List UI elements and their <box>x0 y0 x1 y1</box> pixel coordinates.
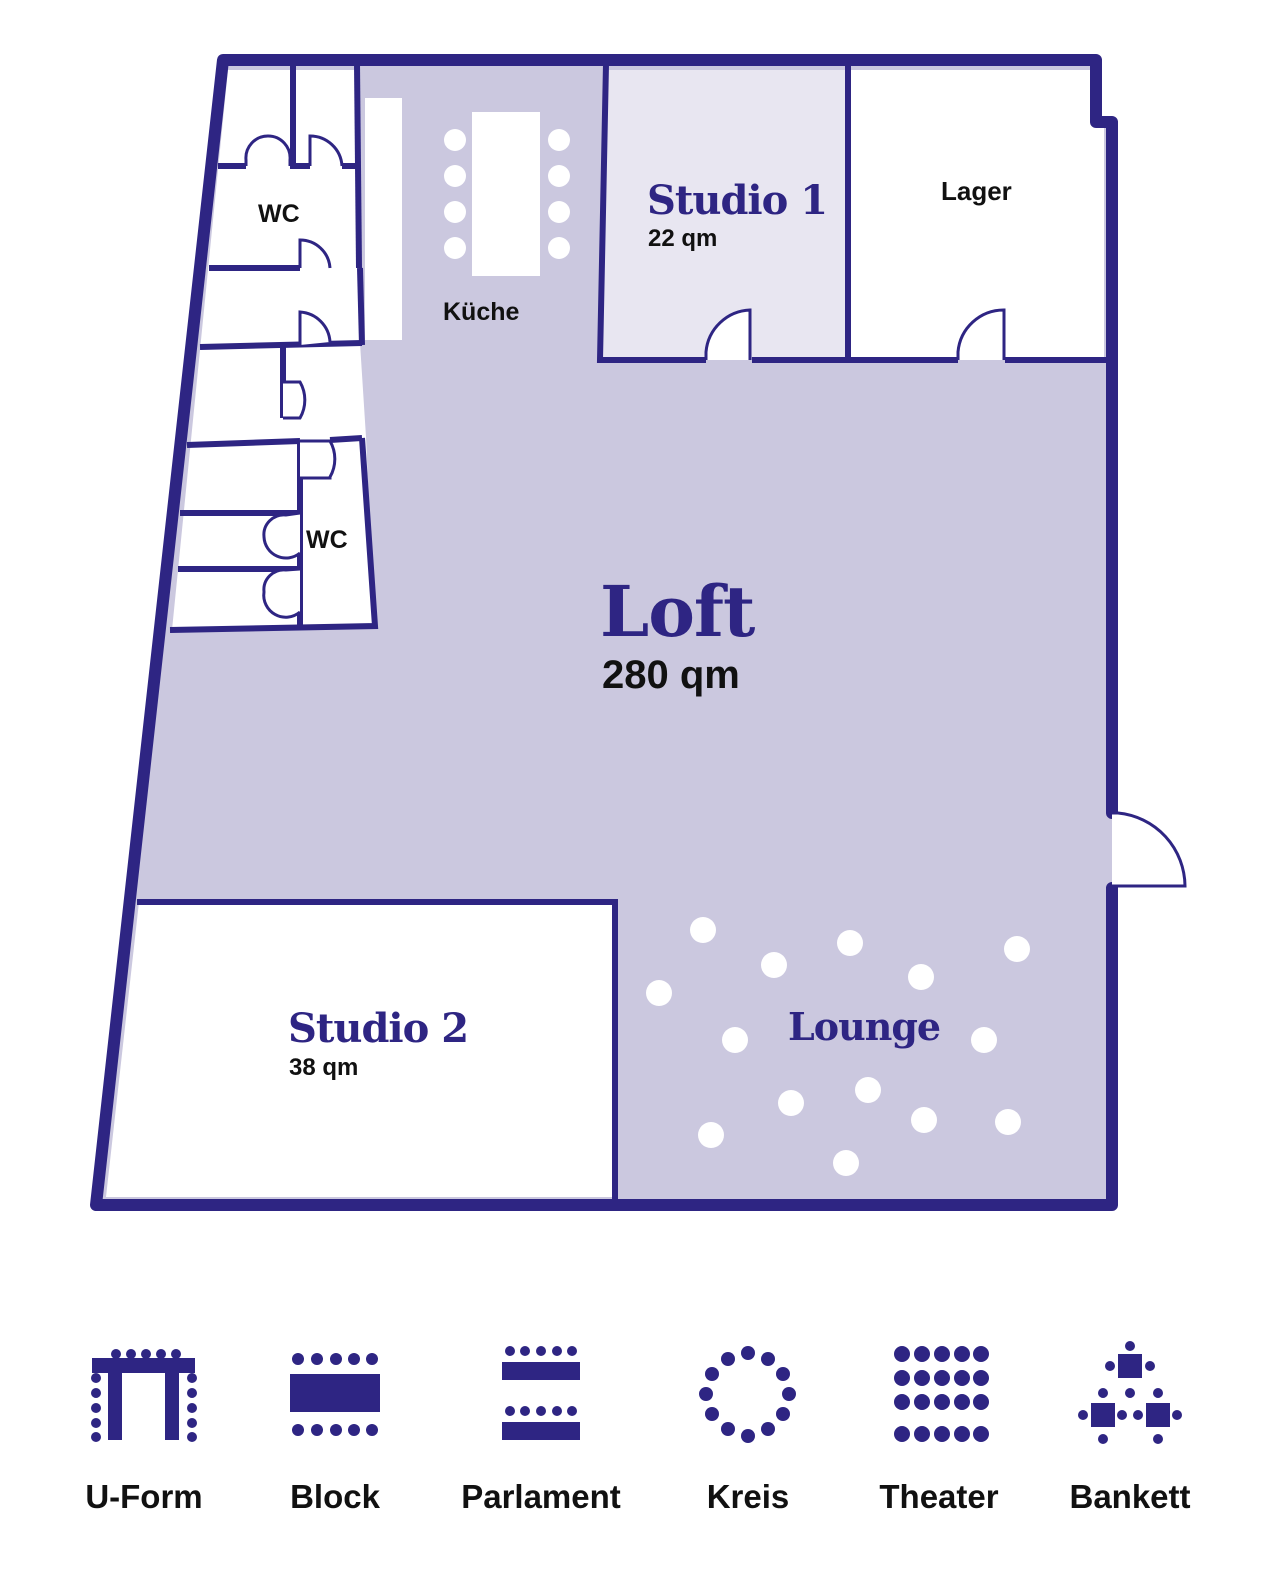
legend-label-kreis: Kreis <box>707 1478 790 1515</box>
lounge-seat <box>698 1122 724 1148</box>
loft-area: 280 qm <box>602 653 740 697</box>
lounge-seat <box>1004 936 1030 962</box>
wc-partition-3 <box>199 340 363 350</box>
kitchen-chair <box>548 165 570 187</box>
wc-lower-name: WC <box>306 526 348 554</box>
wc-door-3[interactable] <box>298 238 332 269</box>
wc-partition-4 <box>186 438 301 448</box>
loft-name: Loft <box>600 570 755 653</box>
studio2-wall <box>137 899 618 1199</box>
wc-block-floor <box>172 70 374 630</box>
kitchen-table <box>472 112 540 276</box>
wc-door-8[interactable] <box>262 567 301 619</box>
interior-walls <box>137 63 1106 1199</box>
legend-label-u-form: U-Form <box>85 1478 202 1515</box>
kitchen-chair <box>444 237 466 259</box>
wc-upper-name: WC <box>258 200 300 228</box>
wc-lower-boundary <box>169 437 379 633</box>
legend-label-bankett: Bankett <box>1069 1478 1190 1515</box>
kueche-name: Küche <box>443 298 520 326</box>
bankett-seating-icon <box>1078 1341 1182 1444</box>
studio2-floor <box>106 902 614 1197</box>
legend <box>91 1341 1182 1444</box>
kitchen-chair <box>444 165 466 187</box>
kitchen-chair <box>444 201 466 223</box>
lounge-seat <box>690 917 716 943</box>
u-form-seating-icon <box>91 1349 197 1442</box>
studio2-area: 38 qm <box>289 1054 358 1081</box>
outer-wall-main <box>90 54 1118 1211</box>
lounge-seat <box>722 1027 748 1053</box>
studio1-area: 22 qm <box>648 225 717 252</box>
walls <box>90 54 1118 1211</box>
studio1-door[interactable] <box>704 308 752 360</box>
theater-seating-icon <box>894 1346 989 1442</box>
room-labels: Loft 280 qm Studio 1 22 qm Lager Küche W… <box>258 176 1012 1081</box>
studio2-name: Studio 2 <box>288 1005 468 1052</box>
lounge-seat <box>646 980 672 1006</box>
lounge-seat <box>778 1090 804 1116</box>
lounge-seat <box>908 964 934 990</box>
lounge-seat <box>761 952 787 978</box>
entrance-door[interactable] <box>1112 811 1187 888</box>
wc-door-5[interactable] <box>283 380 307 420</box>
kitchen-chair <box>548 237 570 259</box>
studio1-name: Studio 1 <box>647 177 827 224</box>
legend-label-block: Block <box>290 1478 381 1515</box>
lounge-seat <box>837 930 863 956</box>
kitchen-counter <box>365 98 402 340</box>
wc-door-6[interactable] <box>300 439 337 480</box>
kitchen-chair <box>548 201 570 223</box>
doors <box>244 134 1187 888</box>
wc-partition-4b <box>329 435 363 443</box>
lager-name: Lager <box>941 176 1012 206</box>
kitchen-chair <box>548 129 570 151</box>
kitchen-chair <box>444 129 466 151</box>
kitchen-chairs <box>444 129 570 259</box>
lounge-seat <box>855 1077 881 1103</box>
lounge-seat <box>995 1109 1021 1135</box>
lager-door[interactable] <box>956 308 1006 360</box>
lager-floor <box>851 70 1104 357</box>
lounge-seats <box>646 917 1030 1176</box>
wc-door-4[interactable] <box>298 310 332 345</box>
wc-column-wall-2 <box>357 267 365 346</box>
lounge-seat <box>833 1150 859 1176</box>
wc-door-7[interactable] <box>262 511 301 560</box>
legend-label-parlament: Parlament <box>461 1478 621 1515</box>
lounge-seat <box>911 1107 937 1133</box>
studio1-floor <box>600 70 847 357</box>
wc-door-1[interactable] <box>244 134 292 166</box>
studio1-wall <box>596 63 706 363</box>
lounge-name: Lounge <box>788 1004 940 1049</box>
parlament-seating-icon <box>502 1346 580 1440</box>
legend-label-theater: Theater <box>879 1478 998 1515</box>
block-seating-icon <box>290 1353 380 1436</box>
lounge-seat <box>971 1027 997 1053</box>
wc-column-wall <box>354 63 362 269</box>
legend-labels: U-Form Block Parlament Kreis Theater Ban… <box>85 1478 1190 1515</box>
wc-door-2[interactable] <box>308 134 344 167</box>
kreis-seating-icon <box>699 1346 796 1443</box>
